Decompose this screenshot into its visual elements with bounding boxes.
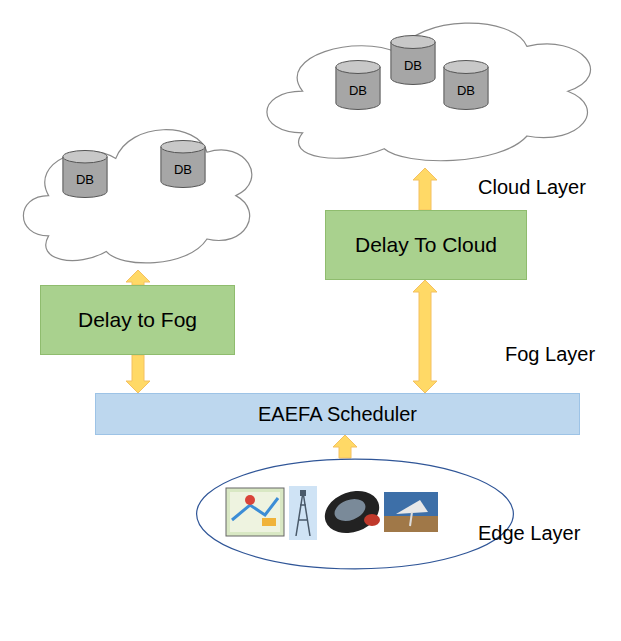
box-label: Delay To Cloud bbox=[355, 233, 497, 257]
layer-label: Cloud Layer bbox=[478, 176, 586, 199]
cloud-outline bbox=[15, 115, 255, 270]
database-cylinder: DB bbox=[160, 140, 206, 188]
phone-icon bbox=[319, 484, 385, 541]
database-cylinder: DB bbox=[62, 150, 108, 198]
db-label: DB bbox=[404, 58, 422, 73]
cloud-region: DB DB DB bbox=[255, 8, 595, 168]
cloud-outline bbox=[255, 8, 595, 168]
block-arrow bbox=[413, 280, 437, 393]
edge-devices-ellipse bbox=[195, 458, 515, 570]
map-icon bbox=[226, 488, 284, 536]
delay-box: Delay to Fog bbox=[40, 285, 235, 355]
scheduler-bar: EAEFA Scheduler bbox=[95, 393, 580, 435]
database-cylinder: DB bbox=[335, 60, 381, 110]
db-label: DB bbox=[457, 83, 475, 98]
ellipse-outline bbox=[195, 458, 515, 570]
box-label: EAEFA Scheduler bbox=[258, 403, 417, 426]
db-label: DB bbox=[76, 172, 94, 187]
block-arrow bbox=[413, 168, 437, 210]
block-arrow bbox=[333, 435, 357, 458]
box-label: Delay to Fog bbox=[78, 308, 197, 332]
database-cylinder: DB bbox=[443, 60, 489, 110]
db-label: DB bbox=[174, 162, 192, 177]
database-cylinder: DB bbox=[390, 35, 436, 85]
delay-box: Delay To Cloud bbox=[325, 210, 527, 280]
satellite-icon bbox=[384, 492, 438, 532]
db-label: DB bbox=[349, 83, 367, 98]
layer-label: Fog Layer bbox=[505, 343, 595, 366]
tower-icon bbox=[289, 486, 317, 540]
layer-label: Edge Layer bbox=[478, 522, 580, 545]
block-arrow bbox=[126, 355, 150, 393]
block-arrow bbox=[126, 270, 150, 285]
cloud-region: DB DB bbox=[15, 115, 255, 270]
